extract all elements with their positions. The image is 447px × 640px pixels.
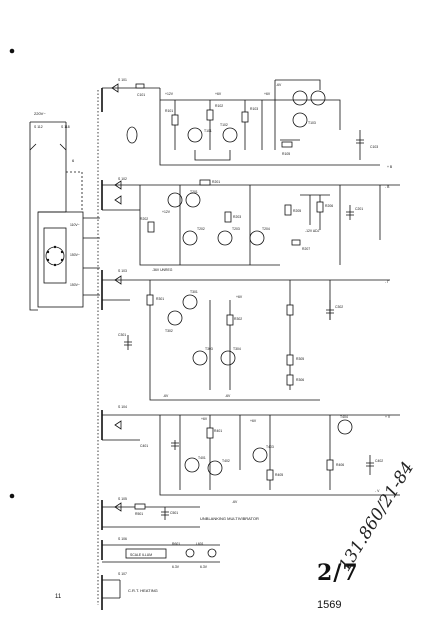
s3-part-r306: R306 [296, 378, 304, 382]
s2-part-t202: T202 [197, 227, 205, 231]
corner-mark: 11 [55, 594, 62, 600]
s2-part-r202: R202 [140, 217, 148, 221]
fuse-label: 6 [72, 158, 75, 163]
s4-switch: S 104 [118, 405, 127, 409]
s4-part-t403: T403 [266, 445, 274, 449]
s6-part-r601: R601 [172, 542, 180, 546]
secondary-bus [97, 88, 103, 610]
s3-part-t301: T301 [190, 290, 198, 294]
s6-note: SCALE ILLUM [130, 553, 152, 557]
drawing-code: 1569 [317, 599, 342, 611]
s5-note: UNBLANKING MULTIVIBRATOR [200, 516, 259, 521]
s6-volt-2: 6.3V [200, 565, 208, 569]
s2-switch: S 102 [118, 177, 127, 181]
s1-part-t103: T103 [308, 121, 316, 125]
s4-volt-3: +6V [250, 419, 257, 423]
mains-switch-label-1: S 112 [34, 125, 43, 129]
section-2-amplifier: S 102 T201 T202 T203 T204 R201 R202 R203… [102, 177, 400, 266]
rail-plus-b: + B [387, 165, 393, 169]
tap-label-3: 150V~ [70, 283, 80, 287]
binder-marks [9, 48, 15, 499]
section-1-regulator: S 101 C101 R101 R102 R103 +12V +6V +6V T… [102, 78, 393, 169]
s1-part-r101: R101 [165, 109, 173, 113]
mains-input: 220V~ S 112 S 118 6 [29, 111, 83, 212]
rail-minus-b: - B [385, 185, 390, 189]
s2-part-r207: R207 [302, 247, 310, 251]
s3-volt-3: -6V [225, 394, 231, 398]
s5-part-r501: R501 [135, 512, 143, 516]
s2-part-t203: T203 [232, 227, 240, 231]
s1-part-t101: T101 [204, 129, 212, 133]
s7-switch: S 107 [118, 572, 127, 576]
s3-part-t304: T304 [233, 347, 241, 351]
s6-part-l601: L601 [196, 542, 204, 546]
s4-part-r406: R406 [336, 463, 344, 467]
rail-minus-v: - V [375, 489, 380, 493]
s4-part-r401: R401 [214, 429, 222, 433]
section-3-regulator: S 103 -36V UNREG - Γ R301 T301 T302 T303… [102, 268, 390, 401]
s5-switch: S 105 [118, 497, 127, 501]
s1-volt-4: -6V [276, 83, 282, 87]
s3-part-r302: R302 [234, 317, 242, 321]
section-7-crt-heating: S 107 C.R.T. HEATING [102, 572, 158, 599]
s2-part-r201: R201 [212, 180, 220, 184]
s1-part-t102: T102 [220, 123, 228, 127]
s4-volt-1: +6V [201, 417, 208, 421]
s2-part-c201: C201 [355, 207, 363, 211]
s3-switch: S 103 [118, 269, 127, 273]
s2-volt-2: -12V ADJ [305, 229, 320, 233]
s2-part-r206: R206 [325, 204, 333, 208]
rail-plus-v: + V [385, 415, 391, 419]
rail-minus-gamma: - Γ [385, 280, 389, 284]
section-6-scale-illum: S 106 SCALE ILLUM R601 L601 6.3V 6.3V [102, 537, 220, 569]
s1-volt-3: +6V [264, 92, 271, 96]
s7-note: C.R.T. HEATING [128, 588, 158, 593]
page-number: 2/7 [317, 560, 359, 586]
s4-part-t404: T404 [340, 415, 348, 419]
s4-part-r405: R405 [275, 473, 283, 477]
s1-volt-1: +12V [165, 92, 174, 96]
s1-part-c103: C103 [370, 145, 378, 149]
s3-part-t302: T302 [165, 329, 173, 333]
s1-part-r103: R103 [250, 107, 258, 111]
power-transformer: 110V~ 150V~ 150V~ [29, 211, 100, 311]
s5-part-c501: C501 [170, 511, 178, 515]
s2-volt-1: +12V [162, 210, 171, 214]
s3-part-r301: R301 [156, 297, 164, 301]
mains-voltage-label: 220V~ [34, 111, 46, 116]
s6-volt-1: 6.3V [172, 565, 180, 569]
s3-volt-2: -6V [163, 394, 169, 398]
mains-switch-label-2: S 118 [61, 125, 70, 129]
s4-part-c402: C402 [375, 459, 383, 463]
tap-label-1: 110V~ [70, 223, 80, 227]
tap-label-2: 150V~ [70, 253, 80, 257]
s3-volt-1: +6V [236, 295, 243, 299]
s6-switch: S 106 [118, 537, 127, 541]
s3-part-r305: R305 [296, 357, 304, 361]
s1-part-r105: R105 [282, 152, 290, 156]
section-5-unblanking: S 105 R501 C501 UNBLANKING MULTIVIBRATOR [102, 497, 259, 528]
s1-volt-2: +6V [215, 92, 222, 96]
s1-switch: S 101 [118, 78, 127, 82]
s2-part-r203: R203 [233, 215, 241, 219]
s4-volt-2: -6V [232, 500, 238, 504]
s2-part-t201: T201 [190, 190, 198, 194]
s3-part-c302: C302 [335, 305, 343, 309]
s2-part-r205: R205 [293, 209, 301, 213]
s2-part-t204: T204 [262, 227, 270, 231]
s4-part-t402: T402 [222, 459, 230, 463]
s1-part-c101: C101 [137, 93, 145, 97]
s3-part-t303: T303 [205, 347, 213, 351]
neg-line-label: -36V UNREG [152, 268, 173, 272]
s1-part-r102: R102 [215, 104, 223, 108]
s4-part-t401: T401 [198, 456, 206, 460]
s3-part-c301: C301 [118, 333, 126, 337]
section-4-output: S 104 R401 +6V C401 T401 T402 T403 T404 … [102, 405, 400, 504]
s4-part-c401: C401 [140, 444, 148, 448]
